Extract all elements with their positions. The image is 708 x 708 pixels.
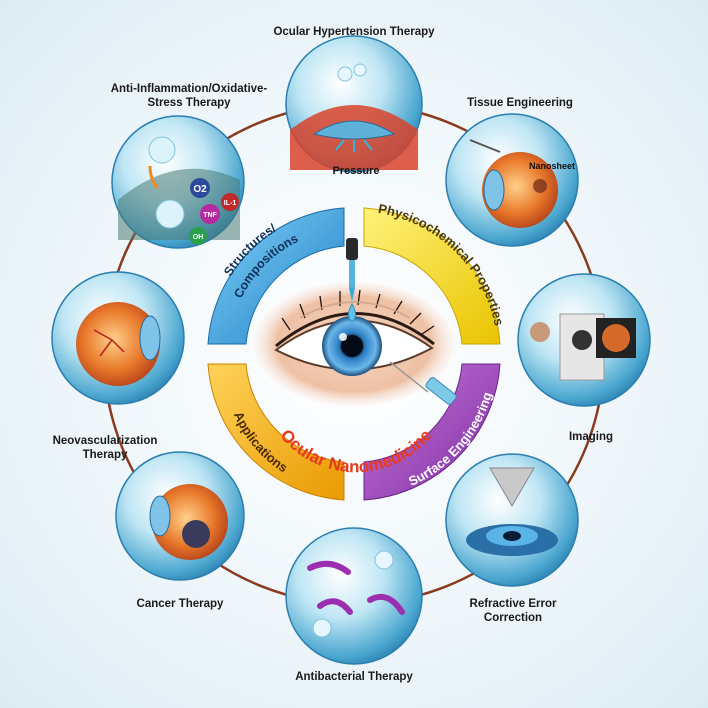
segment-structures [207, 207, 345, 345]
o2-label: O2 [193, 184, 207, 195]
bubble-antibacterial [285, 527, 423, 665]
label-cancer: Cancer Therapy [136, 598, 224, 610]
bubble-refractive-error [445, 453, 579, 587]
label-ocular-hypertension: Ocular Hypertension Therapy [273, 26, 435, 38]
il1-label: IL-1 [224, 200, 237, 207]
oh-label: OH [193, 234, 204, 241]
label-imaging: Imaging [568, 431, 614, 443]
segment-physicochemical [363, 207, 501, 345]
dropper-icon [346, 238, 358, 323]
bubble-anti-inflammation: O2 IL-1 TNF OH [111, 115, 245, 249]
label-tissue-engineering: Tissue Engineering [467, 97, 573, 109]
central-eye [254, 282, 454, 406]
bubble-imaging [517, 273, 651, 407]
label-antibacterial: Antibacterial Therapy [295, 671, 413, 683]
tnf-label: TNF [203, 212, 217, 219]
bubble-tissue-engineering: Nanosheet [445, 113, 579, 247]
bubble-ocular-hypertension: Pressure [285, 35, 423, 177]
syringe-icon [389, 361, 457, 405]
label-refractive-error: Refractive Error Correction [469, 598, 557, 624]
label-anti-inflammation: Anti-Inflammation/Oxidative- Stress Ther… [110, 83, 268, 109]
pressure-label: Pressure [332, 165, 379, 177]
segment-surface-engineering [363, 363, 501, 501]
bubble-neovascularization [51, 271, 185, 405]
nanosheet-label: Nanosheet [529, 161, 575, 171]
label-neovascularization: Neovascularization Therapy [52, 435, 158, 461]
bubble-cancer [115, 451, 245, 581]
segment-applications [207, 363, 345, 501]
